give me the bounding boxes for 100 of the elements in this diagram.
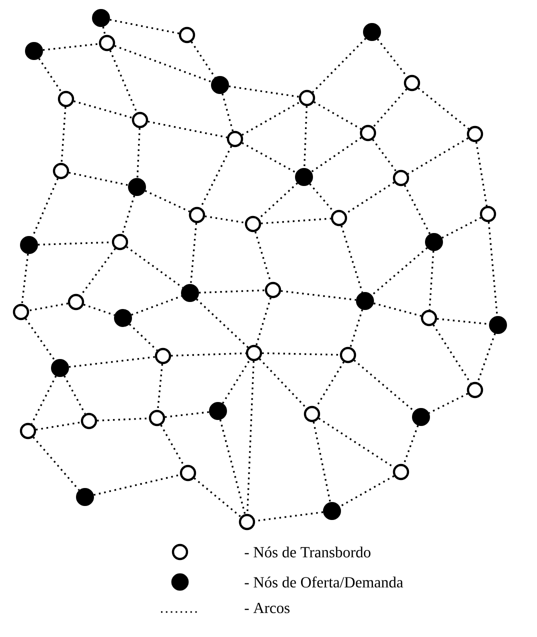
dotted-arc — [24, 318, 56, 362]
dotted-arc — [164, 411, 210, 418]
dotted-arc — [246, 361, 254, 514]
dotted-arc — [114, 45, 212, 83]
dotted-arc — [258, 358, 308, 409]
dotted-arc — [280, 290, 356, 301]
open-circle-node — [330, 210, 348, 226]
dotted-arc — [68, 172, 128, 186]
dotted-arc — [64, 376, 86, 414]
dotted-arc — [228, 86, 300, 98]
dotted-arc — [190, 41, 216, 78]
open-circle-node — [58, 90, 74, 108]
dotted-arc — [475, 142, 488, 206]
dotted-arc — [42, 43, 100, 51]
dotted-arc — [404, 184, 431, 234]
open-circle-node — [226, 130, 244, 148]
legend-text: - Nós de Oferta/Demanda — [244, 576, 404, 588]
dotted-arc — [304, 106, 308, 168]
dotted-arc — [21, 254, 29, 304]
dotted-arc — [128, 324, 158, 352]
dotted-arc — [74, 100, 132, 119]
dotted-arc — [136, 128, 140, 178]
filled-circle-node — [209, 402, 227, 420]
filled-circle-node — [76, 488, 94, 506]
dotted-arc — [428, 250, 434, 310]
dotted-arc — [156, 364, 164, 410]
dotted-arc — [219, 420, 246, 514]
open-circle-node — [154, 348, 172, 364]
dotted-arc — [83, 304, 115, 316]
filled-circle-node — [489, 316, 507, 334]
open-circle-node — [340, 346, 356, 364]
dotted-arc — [242, 142, 297, 174]
dotted-arc — [418, 87, 470, 130]
open-circle-node — [360, 124, 376, 142]
open-circle-node — [188, 206, 206, 224]
dotted-arc — [36, 421, 82, 431]
dotted-arc — [60, 107, 66, 163]
dotted-arc — [30, 376, 57, 424]
dotted-arc — [428, 392, 468, 414]
dotted-arc — [194, 478, 242, 518]
open-circle-node — [420, 310, 438, 326]
filled-circle-node — [356, 292, 374, 310]
dotted-arc — [476, 333, 496, 383]
dotted-arc — [340, 225, 364, 293]
dotted-arc — [262, 352, 340, 356]
open-circle-node — [238, 514, 256, 530]
open-circle-node — [244, 216, 262, 232]
filled-circle-node — [425, 233, 443, 251]
filled-circle-node — [412, 408, 430, 426]
dotted-arc — [373, 302, 422, 317]
open-circle-node — [12, 304, 30, 320]
open-circle-node — [148, 410, 166, 426]
dotted-arc — [160, 424, 185, 466]
open-circle-node — [180, 464, 196, 482]
open-circle-node — [68, 294, 84, 310]
dotted-arc — [32, 436, 80, 491]
filled-circle-node — [363, 23, 381, 41]
filled-circle-node — [181, 284, 199, 302]
open-circle-node — [298, 90, 316, 106]
open-circle-node — [466, 126, 484, 142]
open-circle-node — [466, 382, 484, 398]
open-circle-node — [132, 112, 148, 128]
dotted-arc — [28, 302, 68, 312]
filled-circle-node — [25, 42, 43, 60]
dotted-arc — [126, 246, 184, 288]
open-circle-node — [392, 464, 410, 480]
filled-circle-node — [114, 309, 132, 327]
dotted-arc — [371, 247, 428, 296]
dotted-arc — [408, 137, 468, 175]
dotted-arc — [312, 422, 332, 502]
dotted-arc — [242, 101, 300, 136]
dotted-arc — [144, 190, 190, 212]
open-circle-node — [80, 412, 98, 430]
dotted-arc — [198, 289, 265, 294]
open-circle-node — [480, 206, 496, 222]
dotted-arc — [68, 356, 156, 368]
dotted-arc — [171, 352, 246, 357]
dotted-arc — [258, 182, 298, 220]
dotted-arc — [372, 88, 408, 128]
dotted-arc — [222, 359, 250, 404]
dotted-arc — [488, 222, 498, 316]
open-circle-node — [304, 406, 320, 422]
dotted-arc — [38, 58, 62, 93]
dotted-arc — [102, 26, 106, 36]
open-circle-node — [178, 26, 196, 44]
open-circle-node — [112, 234, 128, 250]
dotted-arc — [97, 418, 149, 422]
open-circle-node — [52, 162, 70, 180]
dotted-arc — [222, 93, 234, 132]
dotted-arc — [442, 216, 482, 239]
dotted-arc — [110, 18, 180, 34]
dotted-arc — [80, 248, 116, 296]
dotted-arc — [204, 215, 246, 224]
dotted-arc — [345, 182, 395, 214]
dotted-arc — [122, 195, 136, 235]
filled-circle-node — [211, 76, 229, 94]
filled-circle-node — [295, 168, 313, 186]
dotted-arc — [312, 38, 366, 93]
legend-text: - Arcos — [244, 602, 290, 614]
legend-text: - Nós de Transbordo — [244, 546, 370, 558]
